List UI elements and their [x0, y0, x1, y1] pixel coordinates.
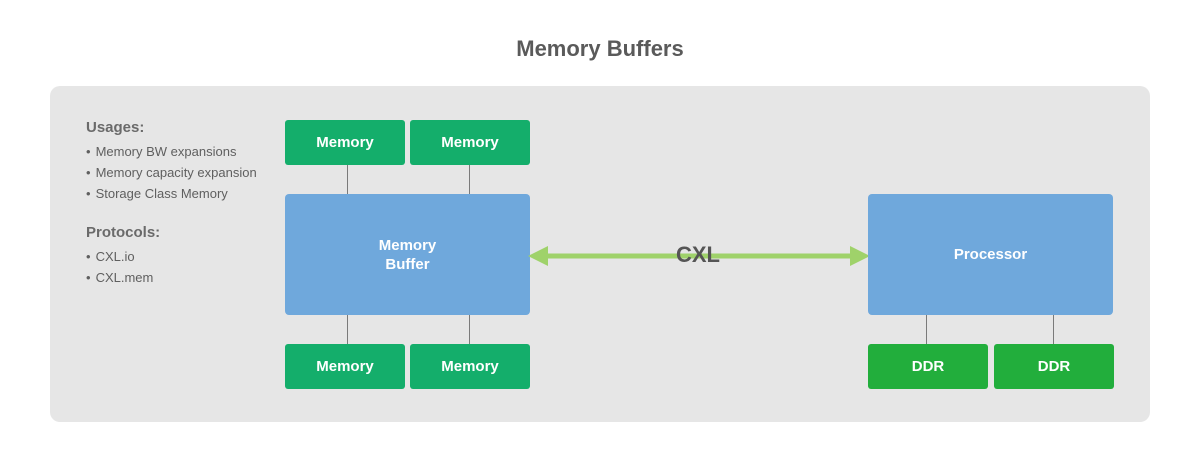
memory-module: Memory	[410, 120, 530, 165]
protocols-list: CXL.io CXL.mem	[86, 246, 154, 288]
cxl-double-arrow	[528, 246, 870, 266]
cxl-label: CXL	[676, 242, 720, 267]
usages-heading: Usages:	[86, 119, 145, 136]
connector-line	[469, 165, 470, 194]
connector-line	[926, 314, 927, 344]
usage-item: Memory BW expansions	[86, 141, 257, 162]
usage-item: Memory capacity expansion	[86, 162, 257, 183]
protocols-heading: Protocols:	[86, 224, 161, 241]
memory-module: Memory	[410, 344, 530, 389]
protocol-item: CXL.mem	[86, 267, 154, 288]
cxl-arrow-head-left	[528, 246, 548, 266]
memory-buffer-block: Memory Buffer	[285, 194, 530, 315]
connector-line	[469, 314, 470, 344]
cxl-arrow-head-right	[850, 246, 870, 266]
usages-list: Memory BW expansions Memory capacity exp…	[86, 141, 257, 204]
usage-item: Storage Class Memory	[86, 183, 257, 204]
memory-buffer-label-line2: Buffer	[385, 255, 430, 273]
memory-module: Memory	[285, 344, 405, 389]
connector-line	[347, 165, 348, 194]
ddr-module: DDR	[868, 344, 988, 389]
protocol-item: CXL.io	[86, 246, 153, 267]
processor-block: Processor	[868, 194, 1113, 315]
memory-buffer-label-line1: Memory	[378, 236, 437, 254]
ddr-module: DDR	[994, 344, 1114, 389]
memory-module: Memory	[285, 120, 405, 165]
diagram-title: Memory Buffers	[516, 36, 684, 61]
connector-line	[347, 314, 348, 344]
connector-line	[1053, 314, 1054, 344]
